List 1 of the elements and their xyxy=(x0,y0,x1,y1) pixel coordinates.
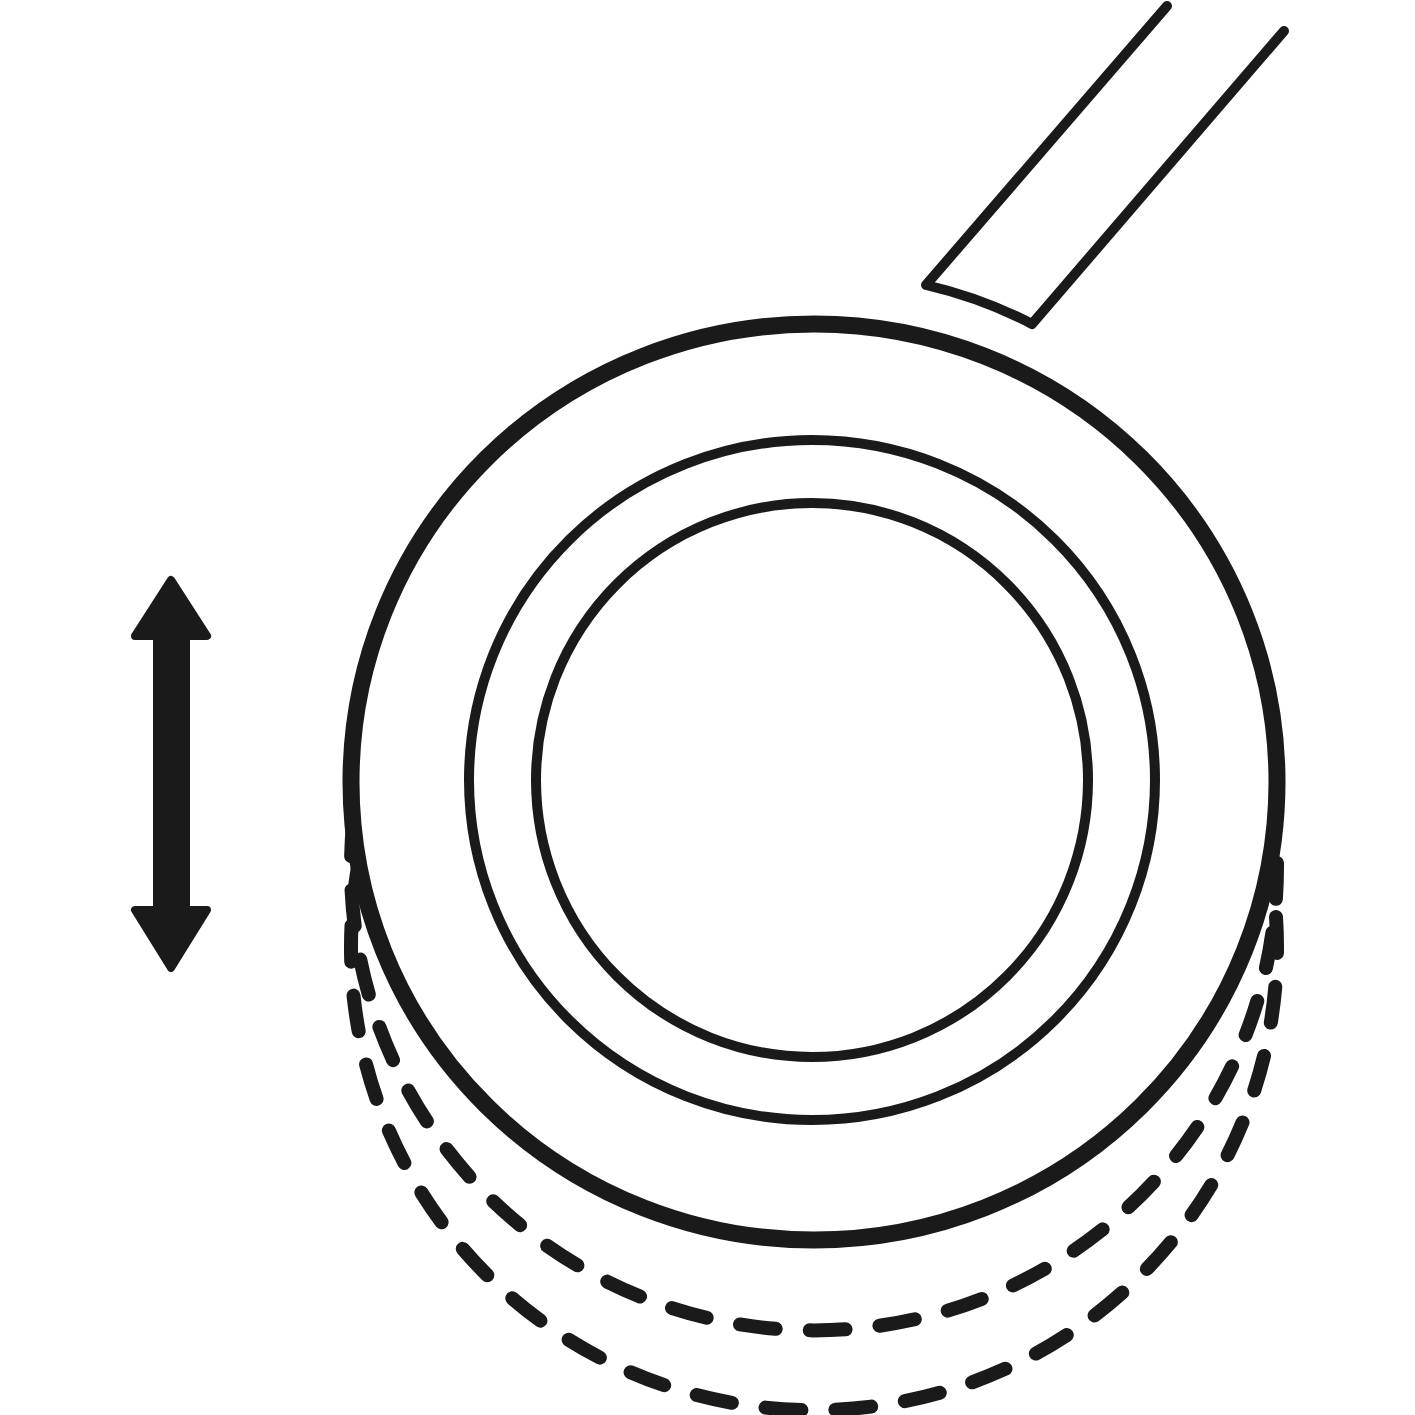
frying-pan-illustration xyxy=(342,1,1289,1415)
